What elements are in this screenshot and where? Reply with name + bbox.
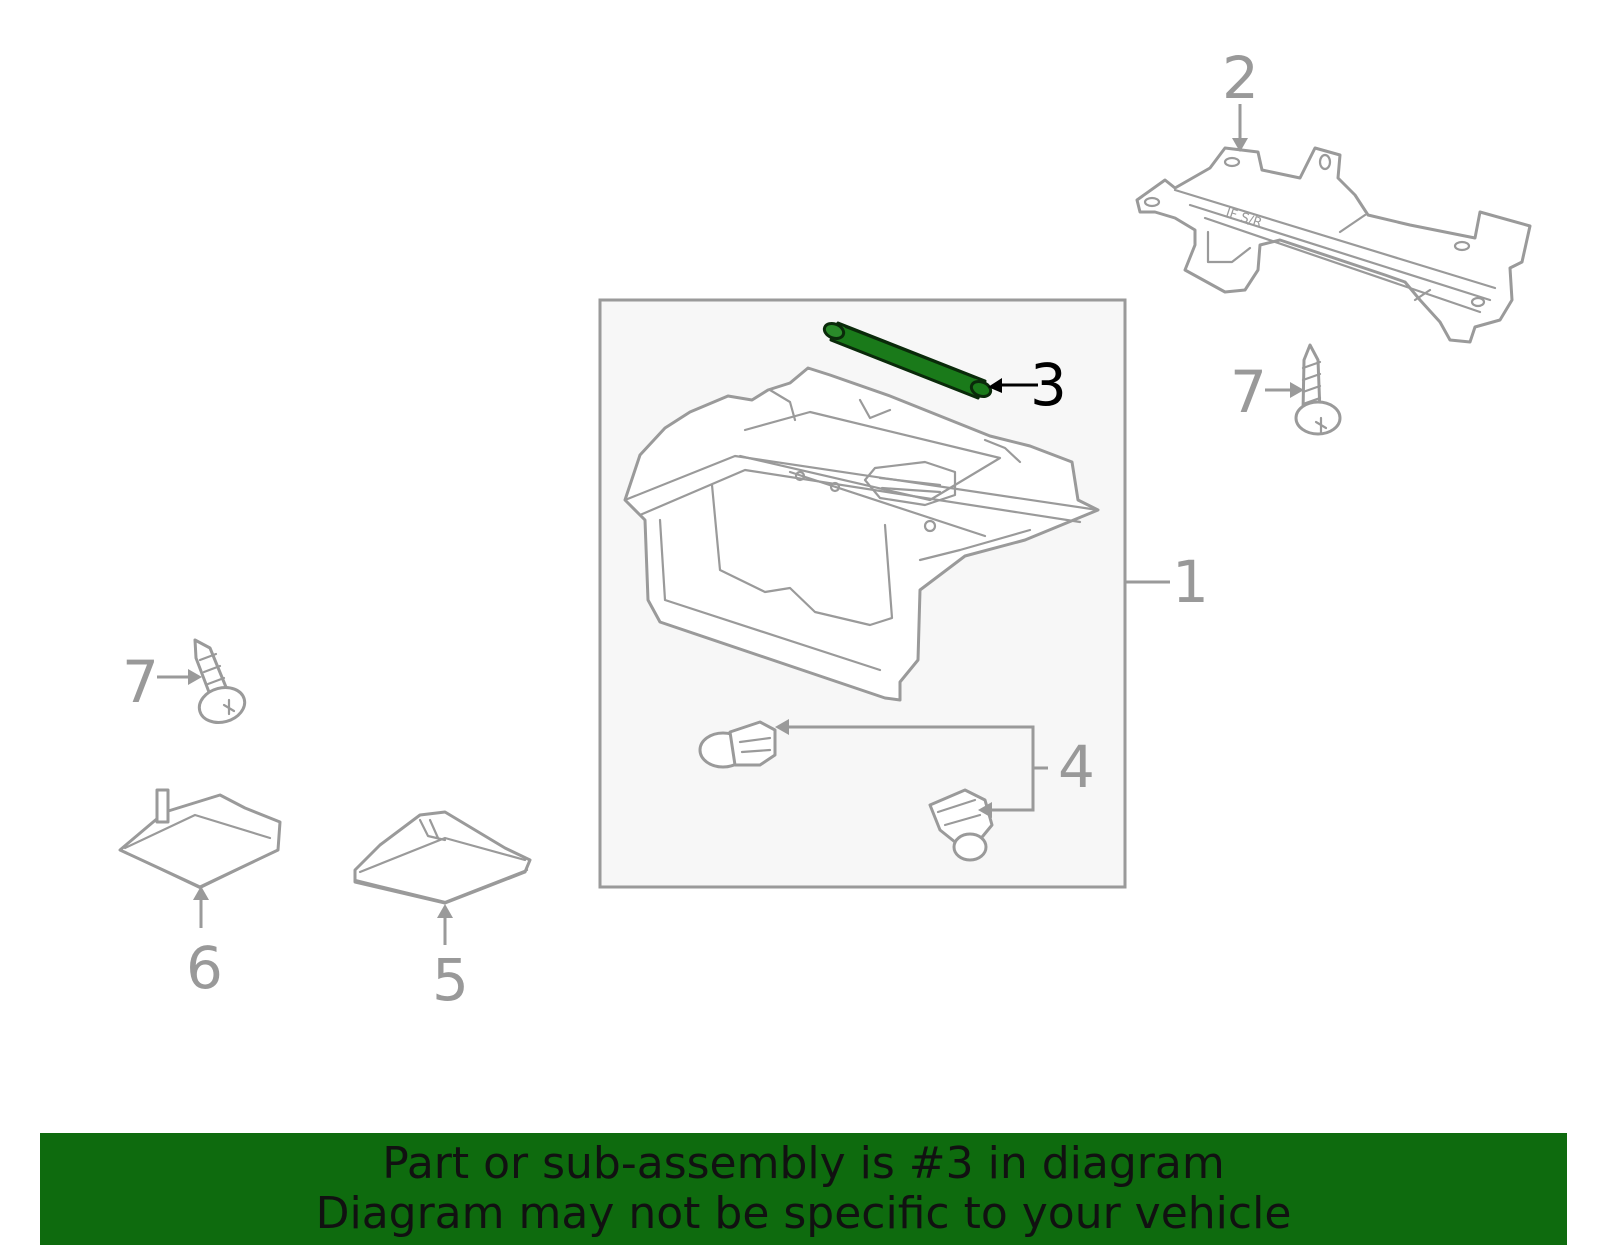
callout-label-5: 5: [432, 946, 469, 1014]
callout-label-6: 6: [186, 934, 223, 1002]
screw-part-right[interactable]: [1294, 343, 1342, 436]
rod-part-highlighted[interactable]: [822, 321, 993, 400]
callout-label-3: 3: [1030, 351, 1067, 419]
callout-label-1: 1: [1172, 548, 1209, 616]
callout-label-2: 2: [1222, 44, 1259, 112]
callout-label-7-left: 7: [122, 648, 159, 716]
callout-label-7-right: 7: [1230, 358, 1267, 426]
clip-part-lower[interactable]: [928, 788, 994, 862]
banner-line-disclaimer: Diagram may not be specific to your vehi…: [315, 1188, 1292, 1239]
lamp-part-5[interactable]: [353, 810, 532, 905]
banner-line-part: Part or sub-assembly is #3 in diagram: [382, 1138, 1225, 1189]
lamp-part-6[interactable]: [118, 788, 282, 890]
leader-lines: [157, 104, 1304, 945]
bracket-part[interactable]: IF S/R: [1135, 146, 1532, 344]
screw-part-left[interactable]: [193, 638, 249, 727]
clip-part-upper[interactable]: [698, 720, 777, 769]
callout-label-4: 4: [1058, 733, 1095, 801]
info-banner: Part or sub-assembly is #3 in diagram Di…: [40, 1133, 1567, 1245]
overhead-console-part[interactable]: [623, 366, 1100, 702]
